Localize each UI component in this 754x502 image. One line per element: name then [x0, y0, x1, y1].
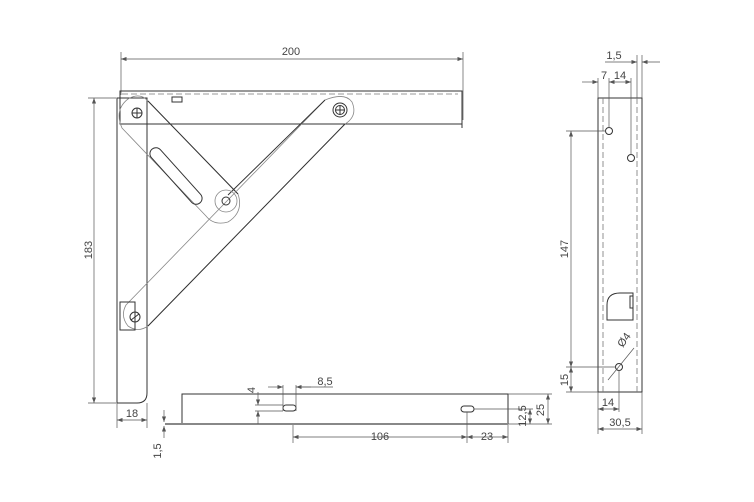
dim-7: 7 — [601, 70, 607, 82]
slotted-link — [118, 95, 241, 224]
dim-14-bottom: 14 — [602, 397, 614, 409]
diagonal-link — [123, 96, 355, 330]
dim-14-top: 14 — [614, 70, 626, 82]
dim-1-5-bottom: 1,5 — [152, 443, 164, 458]
dim-8-5: 8,5 — [317, 376, 332, 388]
dim-diameter-4: Ø4 — [615, 331, 633, 350]
bottom-view: 8,5 4 106 23 12,5 25 1,5 — [152, 376, 552, 459]
pivot-tab — [606, 292, 634, 321]
slot-1 — [282, 404, 297, 412]
dim-25: 25 — [535, 404, 547, 416]
dim-200: 200 — [282, 46, 300, 58]
dim-15: 15 — [559, 374, 571, 386]
dim-23: 23 — [481, 431, 493, 443]
front-view: 200 183 18 — [83, 46, 464, 428]
dim-183: 183 — [83, 241, 95, 259]
side-view: 1,5 7 14 147 15 Ø4 14 30,5 — [559, 50, 660, 434]
dim-30-5: 30,5 — [609, 417, 630, 429]
dim-18: 18 — [126, 408, 138, 420]
mount-hole-2 — [627, 154, 635, 162]
slot-2 — [460, 405, 475, 413]
pivot-holes — [129, 102, 348, 323]
dim-4: 4 — [246, 387, 258, 393]
lower-mount-plate — [119, 301, 136, 331]
dim-106: 106 — [371, 431, 389, 443]
dim-12-5: 12,5 — [517, 405, 529, 426]
dim-147: 147 — [559, 240, 571, 258]
dim-1-5-side: 1,5 — [606, 50, 621, 62]
horizontal-arm — [119, 90, 463, 128]
vertical-arm — [116, 97, 148, 404]
mount-hole-1 — [605, 127, 613, 135]
